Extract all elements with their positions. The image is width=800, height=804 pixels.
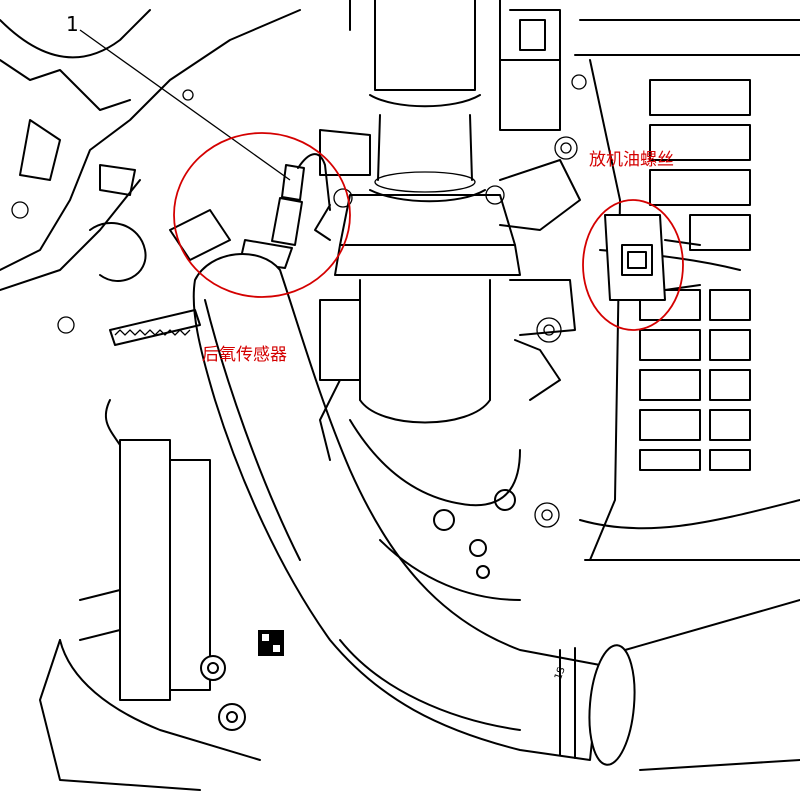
flywheel-teeth bbox=[109, 309, 201, 346]
drain-plug-highlight-circle bbox=[582, 199, 684, 331]
callout-leader-line bbox=[79, 29, 291, 181]
exhaust-pipe-upper bbox=[349, 0, 501, 203]
oil-drain-plug-label: 放机油螺丝 bbox=[589, 150, 674, 170]
mid-section-bolts bbox=[319, 129, 521, 601]
oil-pan-grid bbox=[574, 19, 800, 561]
rear-oxygen-sensor-label: 后氧传感器 bbox=[202, 345, 287, 365]
qr-code-icon bbox=[258, 630, 284, 656]
rear-oxygen-sensor-part bbox=[239, 153, 331, 269]
lower-left-mount bbox=[39, 399, 284, 791]
callout-number: 1 bbox=[66, 12, 79, 36]
oil-drain-plug-part bbox=[604, 214, 701, 301]
lower-exhaust-pipe bbox=[192, 253, 800, 771]
left-subframe bbox=[0, 9, 301, 334]
sensor-highlight-circle bbox=[173, 132, 351, 298]
catalytic-converter-flange bbox=[314, 185, 521, 424]
engine-components-right bbox=[499, 9, 587, 528]
